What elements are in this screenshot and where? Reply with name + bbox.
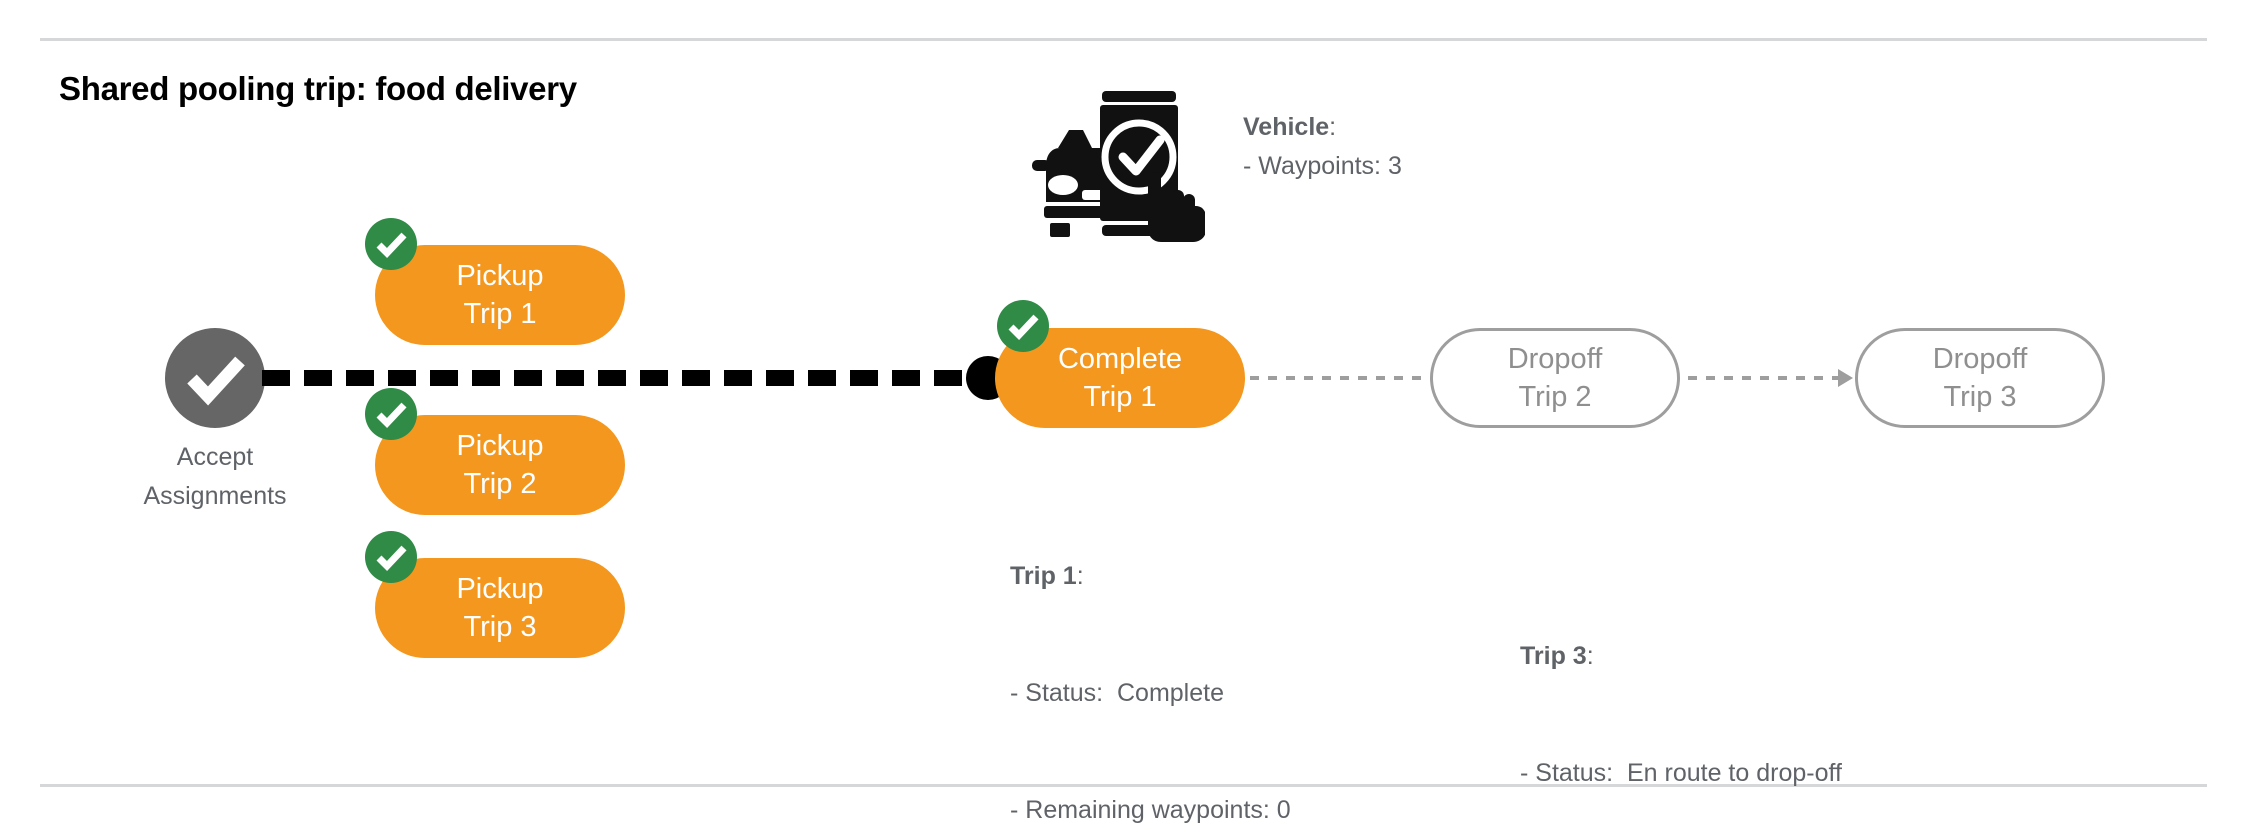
pickup-trip-2-node[interactable]: Pickup Trip 2 [375, 415, 625, 515]
trip-1-status: - Status: Complete [1010, 679, 1224, 707]
check-glyph [376, 402, 407, 429]
dropoff-trip-3-line1: Dropoff [1932, 343, 2028, 375]
page-title: Shared pooling trip: food delivery [59, 70, 577, 107]
pickup-trip-3-line1: Pickup [456, 573, 544, 605]
trip-1-heading: Trip 1: [1010, 562, 1084, 590]
trip-3-status: - Status: En route to drop-off [1520, 759, 1842, 787]
pickup-trip-2-line2: Trip 2 [463, 468, 537, 500]
top-divider [40, 38, 2207, 41]
pickup-trip-1-line1: Pickup [456, 260, 544, 292]
dropoff-trip-3-node[interactable]: Dropoff Trip 3 [1855, 328, 2105, 428]
bottom-divider [40, 784, 2207, 787]
car-phone-check-icon [1030, 86, 1206, 246]
check-glyph [187, 356, 245, 406]
accept-assignments-label: Accept Assignments [115, 438, 315, 516]
pickup-trip-1-line2: Trip 1 [463, 298, 537, 330]
pickup-trip-2-line1: Pickup [456, 430, 544, 462]
trip-details-right-block: Trip 3: - Status: En route to drop-off -… [1520, 559, 1842, 825]
complete-trip-1-line2: Trip 1 [1083, 381, 1157, 413]
trip-1-waypoints: - Remaining waypoints: 0 [1010, 796, 1291, 824]
pickup-trip-3-check-badge-icon [365, 531, 417, 583]
connector-complete-to-dropoff-2 [1250, 376, 1430, 380]
vehicle-heading: Vehicle: [1243, 108, 1402, 147]
connector-dropoff-2-to-dropoff-3 [1688, 376, 1840, 380]
complete-trip-1-check-badge-icon [997, 300, 1049, 352]
complete-trip-1-line1: Complete [1057, 343, 1183, 375]
dropoff-trip-2-node[interactable]: Dropoff Trip 2 [1430, 328, 1680, 428]
pickup-trip-1-check-badge-icon [365, 218, 417, 270]
vehicle-waypoints: - Waypoints: 3 [1243, 152, 1402, 180]
pickup-trip-2-check-badge-icon [365, 388, 417, 440]
car-phone-check-glyph [1032, 91, 1206, 242]
dropoff-trip-2-line2: Trip 2 [1518, 381, 1592, 413]
pickup-trip-1-node[interactable]: Pickup Trip 1 [375, 245, 625, 345]
vehicle-heading-colon: : [1329, 113, 1337, 141]
pickup-trip-3-line2: Trip 3 [463, 611, 537, 643]
check-glyph [1008, 314, 1039, 341]
pickup-trip-3-node[interactable]: Pickup Trip 3 [375, 558, 625, 658]
accept-label-line1: Accept [176, 443, 254, 471]
trip-details-left-block: Trip 1: - Status: Complete - Remaining w… [1010, 479, 1332, 825]
accept-label-line2: Assignments [143, 482, 287, 510]
trip-3-heading-text: Trip 3 [1520, 642, 1587, 670]
accept-assignments-node[interactable]: Accept Assignments [143, 328, 287, 510]
check-circle-icon [165, 328, 265, 428]
connector-arrowhead-icon [1838, 369, 1853, 387]
vehicle-heading-text: Vehicle [1243, 113, 1330, 141]
vehicle-info-block: Vehicle: - Waypoints: 3 [1243, 108, 1402, 186]
route-dashed-line [262, 370, 992, 386]
trip-3-heading: Trip 3: [1520, 642, 1594, 670]
dropoff-trip-2-line1: Dropoff [1507, 343, 1603, 375]
check-glyph [376, 232, 407, 259]
check-glyph [376, 545, 407, 572]
trip-1-heading-text: Trip 1 [1010, 562, 1077, 590]
dropoff-trip-3-line2: Trip 3 [1943, 381, 2017, 413]
